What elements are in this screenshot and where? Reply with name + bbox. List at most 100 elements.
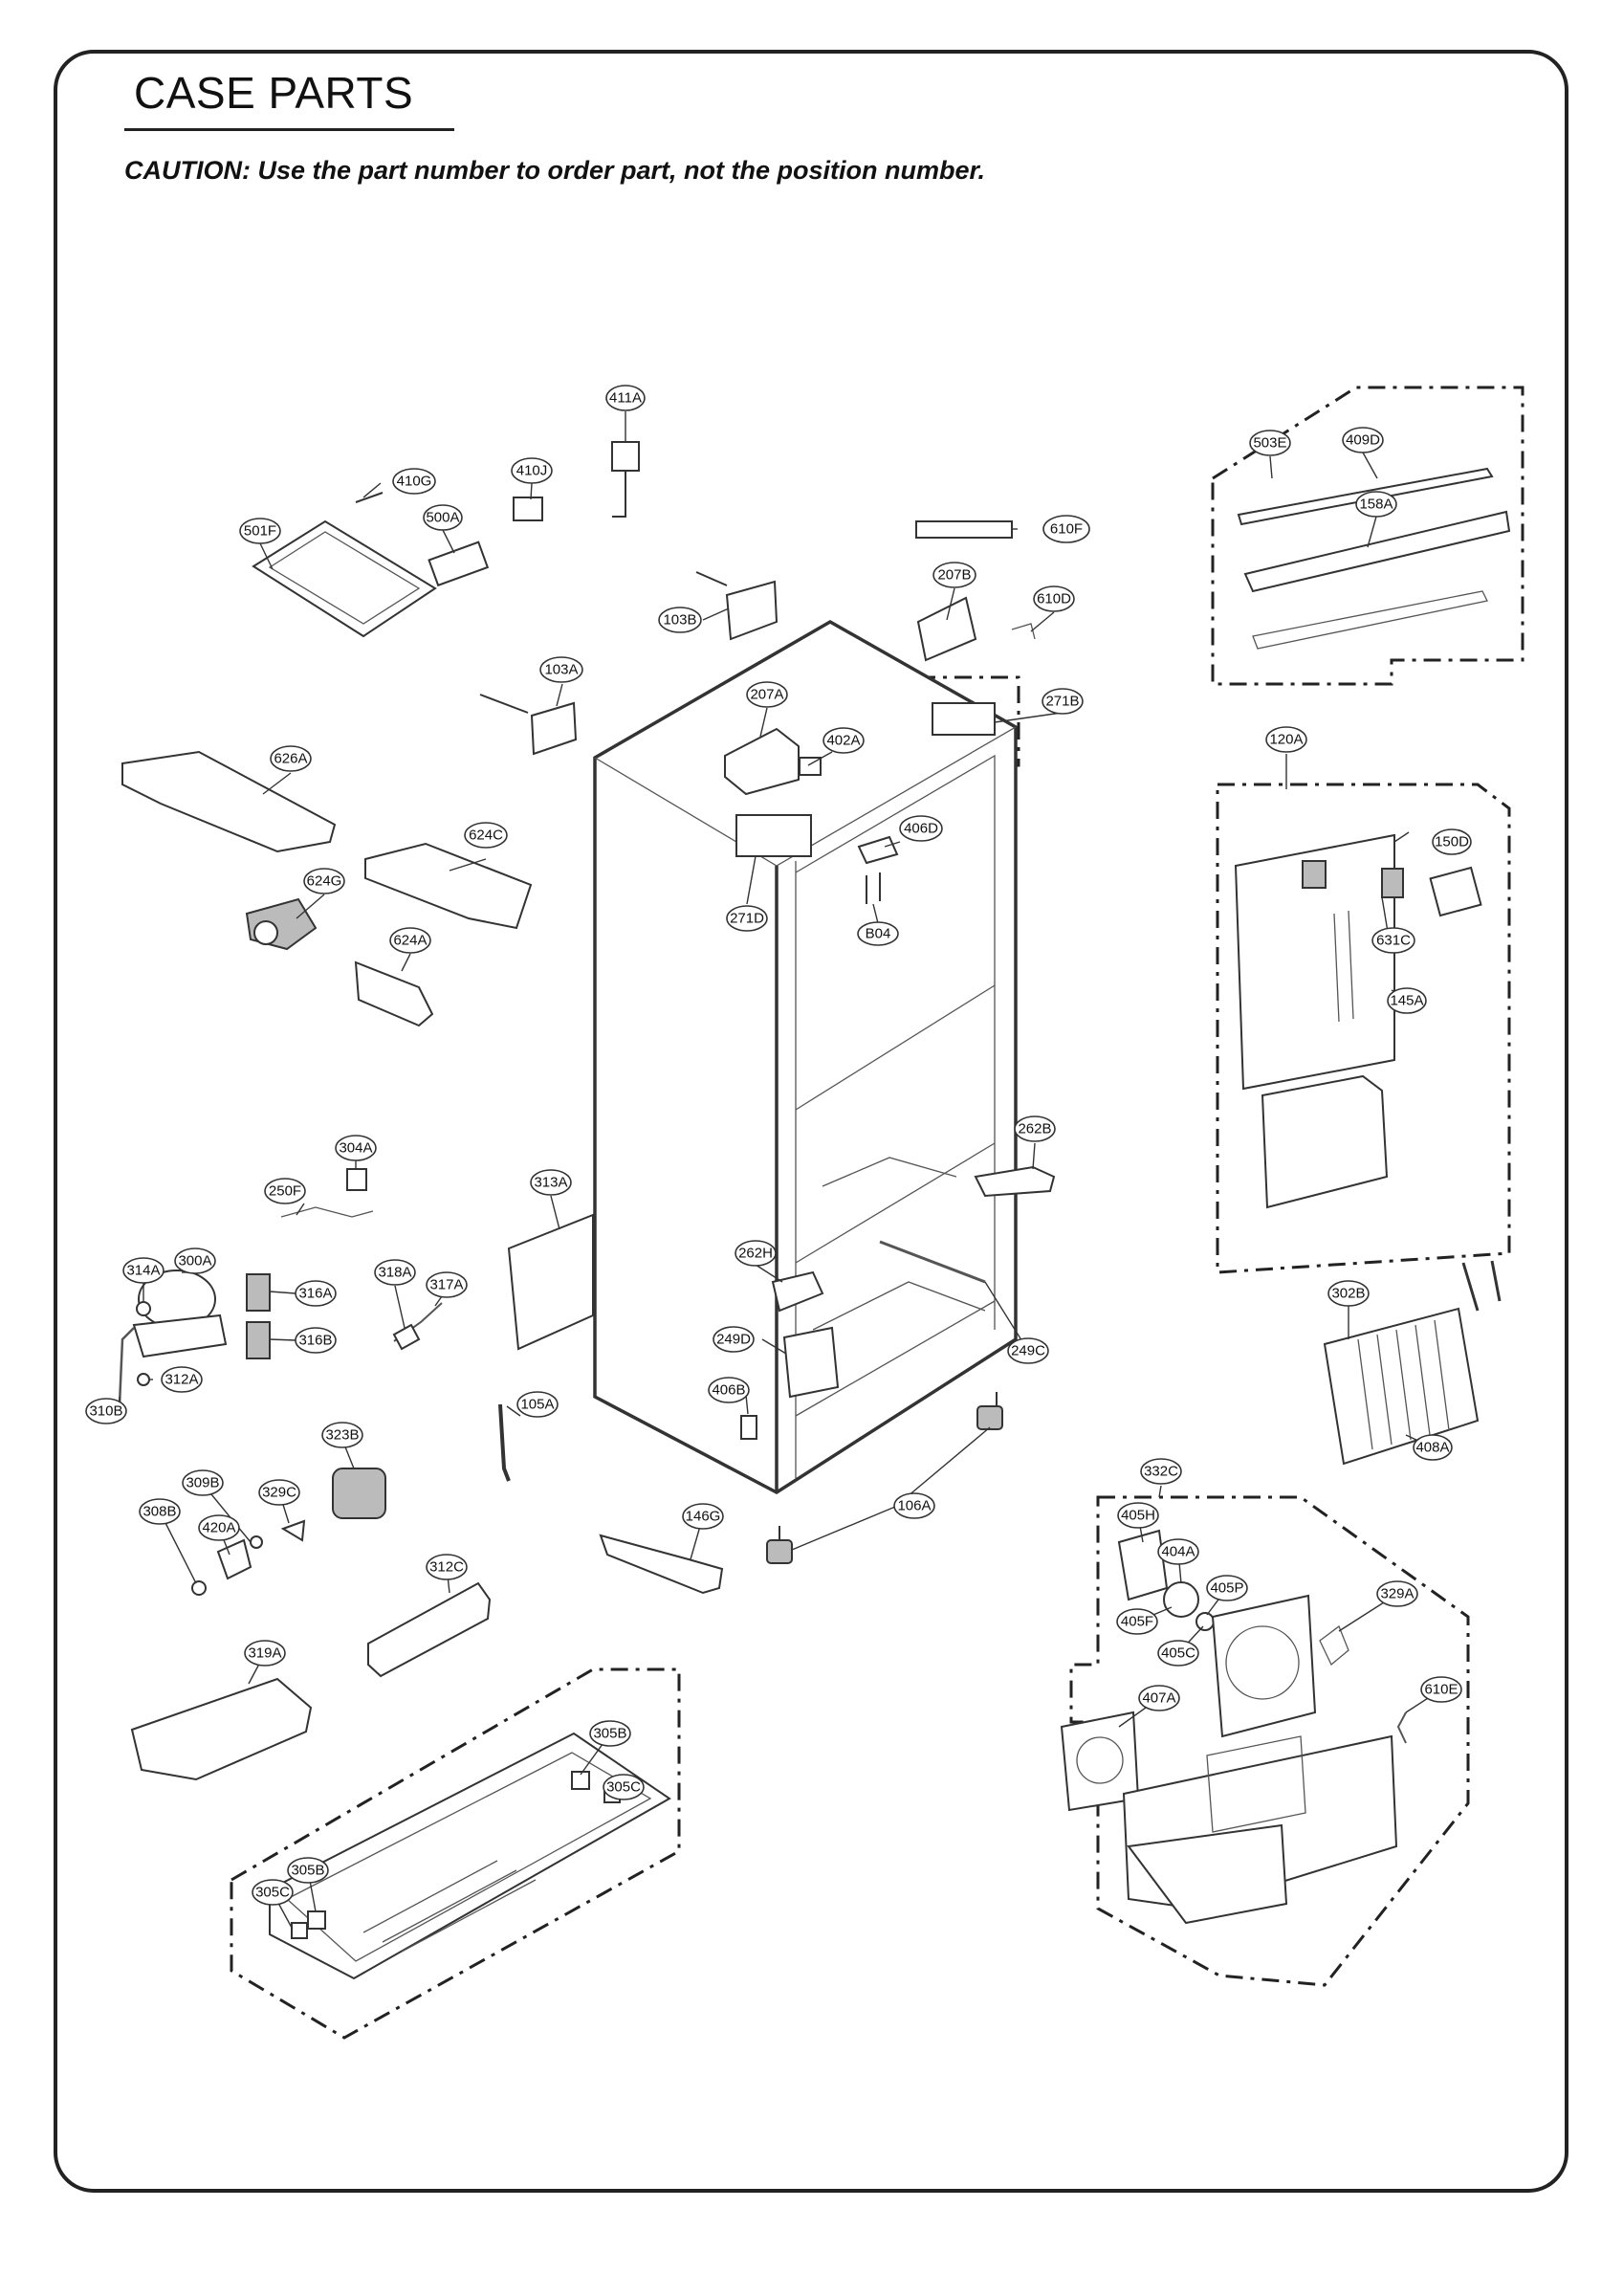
- svg-text:631C: 631C: [1376, 933, 1411, 949]
- ice-bin-626a: [121, 750, 337, 853]
- compressor-300a: [132, 1269, 228, 1358]
- label-624a: 624A: [389, 927, 431, 954]
- cover-313a: [507, 1213, 594, 1351]
- svg-text:120A: 120A: [1269, 732, 1303, 748]
- svg-text:249D: 249D: [716, 1332, 751, 1348]
- label-305b-right: 305B: [589, 1720, 631, 1747]
- svg-text:624G: 624G: [307, 873, 342, 890]
- label-146g: 146G: [682, 1503, 724, 1530]
- caution-note: CAUTION: Use the part number to order pa…: [124, 156, 986, 185]
- label-316b: 316B: [295, 1327, 337, 1354]
- label-407a: 407A: [1138, 1685, 1180, 1711]
- grommet-312a: [137, 1373, 150, 1386]
- label-318a: 318A: [374, 1259, 416, 1286]
- cover-319a: [130, 1677, 313, 1781]
- label-304a: 304A: [335, 1135, 377, 1161]
- label-503e: 503E: [1249, 430, 1291, 456]
- label-262b: 262B: [1014, 1115, 1056, 1142]
- relay-304a: [346, 1168, 367, 1191]
- label-610e: 610E: [1420, 1676, 1462, 1703]
- label-411a: 411A: [605, 385, 646, 411]
- svg-text:103B: 103B: [663, 612, 696, 629]
- svg-text:420A: 420A: [202, 1520, 235, 1536]
- svg-text:610E: 610E: [1424, 1682, 1458, 1698]
- harness-610f: [915, 520, 1013, 539]
- hinge-262b: [974, 1165, 1056, 1198]
- svg-text:271D: 271D: [730, 911, 764, 927]
- overload-318a: [392, 1323, 421, 1351]
- svg-text:329C: 329C: [262, 1485, 296, 1501]
- label-317a: 317A: [426, 1271, 468, 1298]
- label-310b: 310B: [85, 1398, 127, 1424]
- motor-420a: [216, 1538, 252, 1580]
- svg-text:105A: 105A: [520, 1397, 554, 1413]
- pad-316a: [246, 1273, 271, 1312]
- label-408a: 408A: [1413, 1434, 1453, 1461]
- clip-406b: [740, 1415, 757, 1440]
- label-332c: 332C: [1140, 1458, 1182, 1485]
- svg-text:145A: 145A: [1390, 993, 1423, 1009]
- svg-text:262H: 262H: [738, 1246, 773, 1262]
- svg-text:410J: 410J: [516, 463, 548, 479]
- base-cover: [269, 1732, 671, 1980]
- control-panel-120a: [1234, 833, 1404, 1209]
- label-271d: 271D: [726, 905, 768, 932]
- svg-text:207B: 207B: [937, 567, 971, 584]
- svg-text:318A: 318A: [378, 1265, 411, 1281]
- duct-312c: [367, 1581, 492, 1678]
- screws-b04: [866, 872, 881, 904]
- svg-text:408A: 408A: [1415, 1440, 1449, 1456]
- svg-text:624A: 624A: [393, 933, 427, 949]
- svg-text:304A: 304A: [339, 1140, 372, 1157]
- svg-text:404A: 404A: [1161, 1544, 1195, 1560]
- label-610d: 610D: [1033, 585, 1075, 612]
- page-title: CASE PARTS: [134, 68, 414, 118]
- label-404a: 404A: [1157, 1538, 1199, 1565]
- label-103b: 103B: [658, 607, 702, 633]
- label-405p: 405P: [1206, 1575, 1248, 1601]
- hinge-cover-207b: [916, 596, 977, 662]
- label-631c: 631C: [1371, 927, 1415, 954]
- svg-text:316A: 316A: [298, 1286, 332, 1302]
- washer-309b: [250, 1535, 263, 1549]
- label-250f: 250F: [264, 1178, 306, 1204]
- label-207b: 207B: [932, 562, 976, 588]
- title-underline: [124, 128, 454, 131]
- svg-text:406D: 406D: [904, 821, 938, 837]
- label-305c-right: 305C: [603, 1774, 645, 1800]
- hinge-262h: [771, 1270, 824, 1313]
- screw-103b: [695, 571, 728, 586]
- label-406d: 406D: [899, 815, 943, 842]
- label-316a: 316A: [295, 1280, 337, 1307]
- label-610f: 610F: [1042, 515, 1090, 543]
- svg-text:501F: 501F: [244, 523, 276, 540]
- svg-text:150D: 150D: [1435, 834, 1469, 850]
- evaporator-302b: [1323, 1307, 1480, 1466]
- cover-103b: [725, 580, 779, 641]
- rail-249c: [879, 1240, 986, 1284]
- ice-tray-501f: [252, 519, 437, 638]
- leveling-legs-106a: [766, 1392, 1003, 1564]
- grommet-305b-left: [307, 1910, 326, 1930]
- group-outline-fan-332c: [1069, 1495, 1470, 1987]
- label-b04: B04: [857, 921, 899, 946]
- fan-assembly-332c: [1060, 1529, 1398, 1925]
- label-402a: 402A: [822, 727, 865, 754]
- svg-text:610F: 610F: [1050, 521, 1083, 538]
- svg-text:500A: 500A: [426, 510, 459, 526]
- svg-text:302B: 302B: [1331, 1286, 1365, 1302]
- svg-text:312C: 312C: [429, 1559, 464, 1576]
- svg-text:409D: 409D: [1346, 432, 1380, 449]
- svg-text:405F: 405F: [1121, 1614, 1153, 1630]
- screw-103a: [479, 694, 529, 714]
- label-262h: 262H: [735, 1240, 777, 1267]
- label-312c: 312C: [426, 1554, 468, 1580]
- label-158a: 158A: [1355, 491, 1397, 518]
- svg-text:610D: 610D: [1037, 591, 1071, 607]
- svg-text:313A: 313A: [534, 1175, 567, 1191]
- label-329a: 329A: [1376, 1580, 1418, 1607]
- label-406b: 406B: [708, 1377, 750, 1403]
- label-405c: 405C: [1157, 1640, 1199, 1667]
- drain-105a: [498, 1403, 511, 1482]
